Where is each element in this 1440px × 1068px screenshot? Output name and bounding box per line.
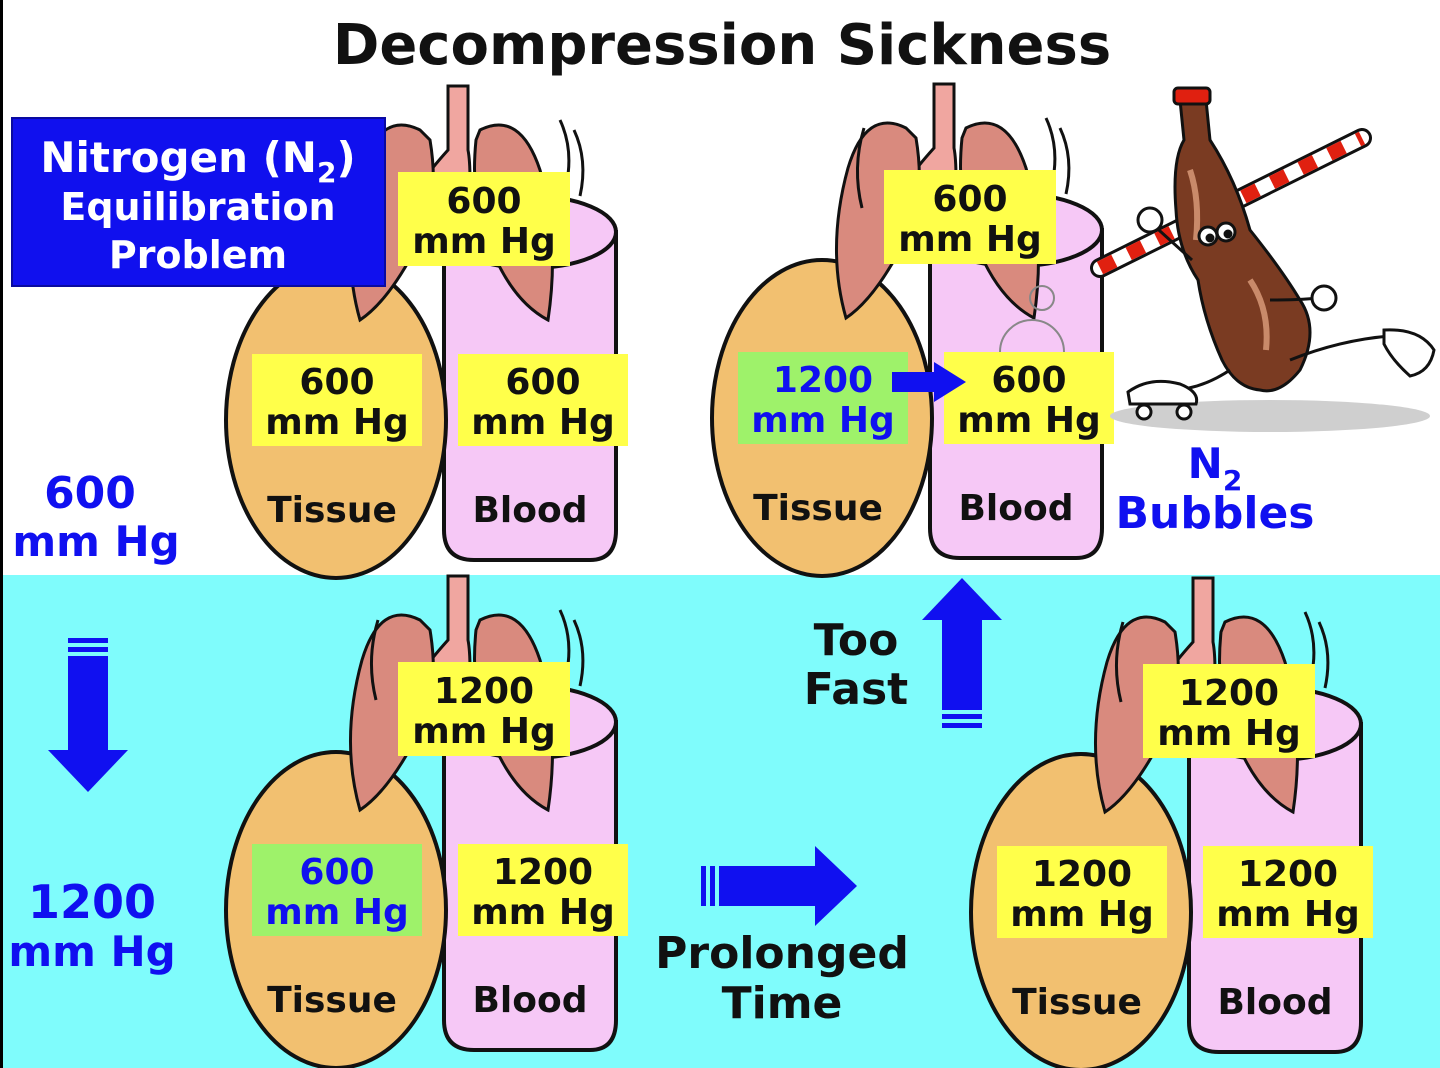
lung-pressure-label-value: 1200 (1179, 673, 1279, 714)
info-box-line1: Nitrogen (N2) (40, 133, 355, 189)
bubbles-n2: N2 (1188, 439, 1243, 497)
bubbles-label: Bubbles (1116, 488, 1315, 539)
too-fast-line1: Too (814, 615, 899, 666)
lung-pressure-label-unit: mm Hg (1157, 713, 1300, 754)
tissue-pressure-label-unit: mm Hg (265, 892, 408, 933)
lung-pressure-label-value: 1200 (434, 671, 534, 712)
info-box-line3: Problem (109, 233, 287, 277)
blood-pressure-label-unit: mm Hg (957, 400, 1100, 441)
blood-pressure-label-unit: mm Hg (1216, 894, 1359, 935)
lung-pressure-label-unit: mm Hg (412, 711, 555, 752)
prolonged-line2: Time (722, 978, 843, 1029)
info-box: Nitrogen (N2) Equilibration Problem (11, 117, 386, 287)
blood-pressure-label-unit: mm Hg (471, 402, 614, 443)
bottom-pressure-unit: mm Hg (8, 927, 175, 976)
blood-label: Blood (472, 980, 587, 1021)
blood-pressure-label-value: 600 (991, 360, 1066, 401)
tissue-pressure-label-unit: mm Hg (1010, 894, 1153, 935)
tissue-pressure-label-value: 600 (299, 362, 374, 403)
tissue-label: Tissue (267, 980, 397, 1021)
too-fast-line2: Fast (804, 664, 908, 715)
blood-label: Blood (1217, 982, 1332, 1023)
top-pressure-value: 600 (44, 468, 136, 519)
blood-pressure-label-value: 1200 (493, 852, 593, 893)
blood-pressure-label-value: 600 (505, 362, 580, 403)
tissue-pressure-label-value: 1200 (1032, 854, 1132, 895)
tissue-pressure-label-unit: mm Hg (751, 400, 894, 441)
blood-label: Blood (958, 488, 1073, 529)
up-arrow-icon (922, 578, 1002, 728)
top-pressure-unit: mm Hg (12, 517, 179, 566)
prolonged-line1: Prolonged (655, 928, 909, 979)
lung-pressure-label-unit: mm Hg (412, 221, 555, 262)
lung-pressure-label-unit: mm Hg (898, 219, 1041, 260)
info-box-line2: Equilibration (60, 185, 335, 229)
lung-pressure-label-value: 600 (446, 181, 521, 222)
right-arrow-icon (701, 846, 857, 926)
page-title: Decompression Sickness (333, 13, 1111, 78)
soda-bottle-character-icon (1090, 86, 1436, 432)
bottom-pressure-value: 1200 (28, 875, 156, 929)
small-right-arrow-icon (892, 362, 966, 402)
tissue-pressure-label-value: 600 (299, 852, 374, 893)
blood-label: Blood (472, 490, 587, 531)
tissue-pressure-label-value: 1200 (773, 360, 873, 401)
blood-pressure-label-value: 1200 (1238, 854, 1338, 895)
blood-pressure-label-unit: mm Hg (471, 892, 614, 933)
tissue-label: Tissue (1012, 982, 1142, 1023)
tissue-pressure-label-unit: mm Hg (265, 402, 408, 443)
tissue-label: Tissue (267, 490, 397, 531)
lung-pressure-label-value: 600 (932, 179, 1007, 220)
tissue-label: Tissue (753, 488, 883, 529)
down-arrow-icon (48, 638, 128, 792)
